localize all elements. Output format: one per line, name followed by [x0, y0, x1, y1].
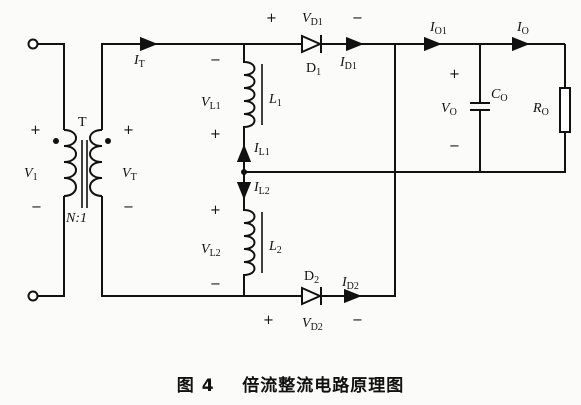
label-L2: L2 [268, 239, 282, 256]
inductor-L1-coil [243, 44, 256, 172]
label-IO: IO [516, 20, 529, 37]
polarity-dot-secondary [105, 138, 111, 144]
primary-bottom-wire [38, 196, 65, 297]
diode-D2 [301, 286, 323, 306]
v1-plus: + [30, 123, 41, 138]
inductor-L2-coil [243, 172, 256, 296]
label-ID1: ID1 [339, 55, 357, 72]
label-VO: VO [441, 101, 457, 118]
polarity-dot-primary [53, 138, 59, 144]
input-terminal-top [27, 38, 39, 50]
input-terminal-bottom [27, 290, 39, 302]
label-VD1: VD1 [302, 11, 323, 28]
current-doubler-rectifier-schematic: + − V1 T N:1 + − VT IT − VL1 + L1 IL1 IL… [24, 11, 571, 333]
label-IO1: IO1 [429, 20, 447, 37]
resistor-RO [559, 87, 571, 133]
vt-plus: + [123, 123, 134, 138]
label-D2: D2 [304, 269, 319, 286]
vt-minus: − [123, 200, 134, 215]
d2-out-wire [321, 44, 396, 297]
vd2-plus: + [263, 313, 274, 328]
label-IL2: IL2 [253, 180, 270, 197]
label-T: T [78, 115, 87, 130]
secondary-top-wire [101, 43, 302, 130]
label-VD2: VD2 [302, 316, 323, 333]
resistor-branch-wire [395, 44, 566, 173]
label-RO: RO [532, 101, 549, 118]
label-ID2: ID2 [341, 275, 359, 292]
label-VL2: VL2 [201, 242, 221, 259]
diode-D1 [301, 34, 323, 54]
label-VT: VT [122, 166, 137, 183]
label-CO: CO [491, 87, 508, 104]
vd1-minus: − [352, 11, 363, 26]
label-IT: IT [133, 53, 145, 70]
v1-minus: − [31, 200, 42, 215]
vl1-minus: − [210, 53, 221, 68]
vd1-plus: + [266, 11, 277, 26]
vo-plus: + [449, 67, 460, 82]
vo-minus: − [449, 139, 460, 154]
label-VL1: VL1 [201, 95, 221, 112]
vl1-plus: + [210, 127, 221, 142]
vd2-minus: − [352, 313, 363, 328]
label-D1: D1 [306, 61, 321, 78]
label-V1: V1 [24, 166, 38, 183]
label-N1: N:1 [65, 211, 87, 226]
primary-coil [63, 129, 77, 197]
vl2-minus: − [210, 277, 221, 292]
label-IL1: IL1 [253, 141, 270, 158]
label-L1: L1 [268, 92, 282, 109]
figure-caption: 图 4 倍流整流电路原理图 [176, 376, 405, 396]
secondary-coil [89, 129, 103, 197]
vl2-plus: + [210, 203, 221, 218]
primary-top-wire [38, 43, 65, 130]
secondary-bottom-wire [101, 196, 302, 297]
